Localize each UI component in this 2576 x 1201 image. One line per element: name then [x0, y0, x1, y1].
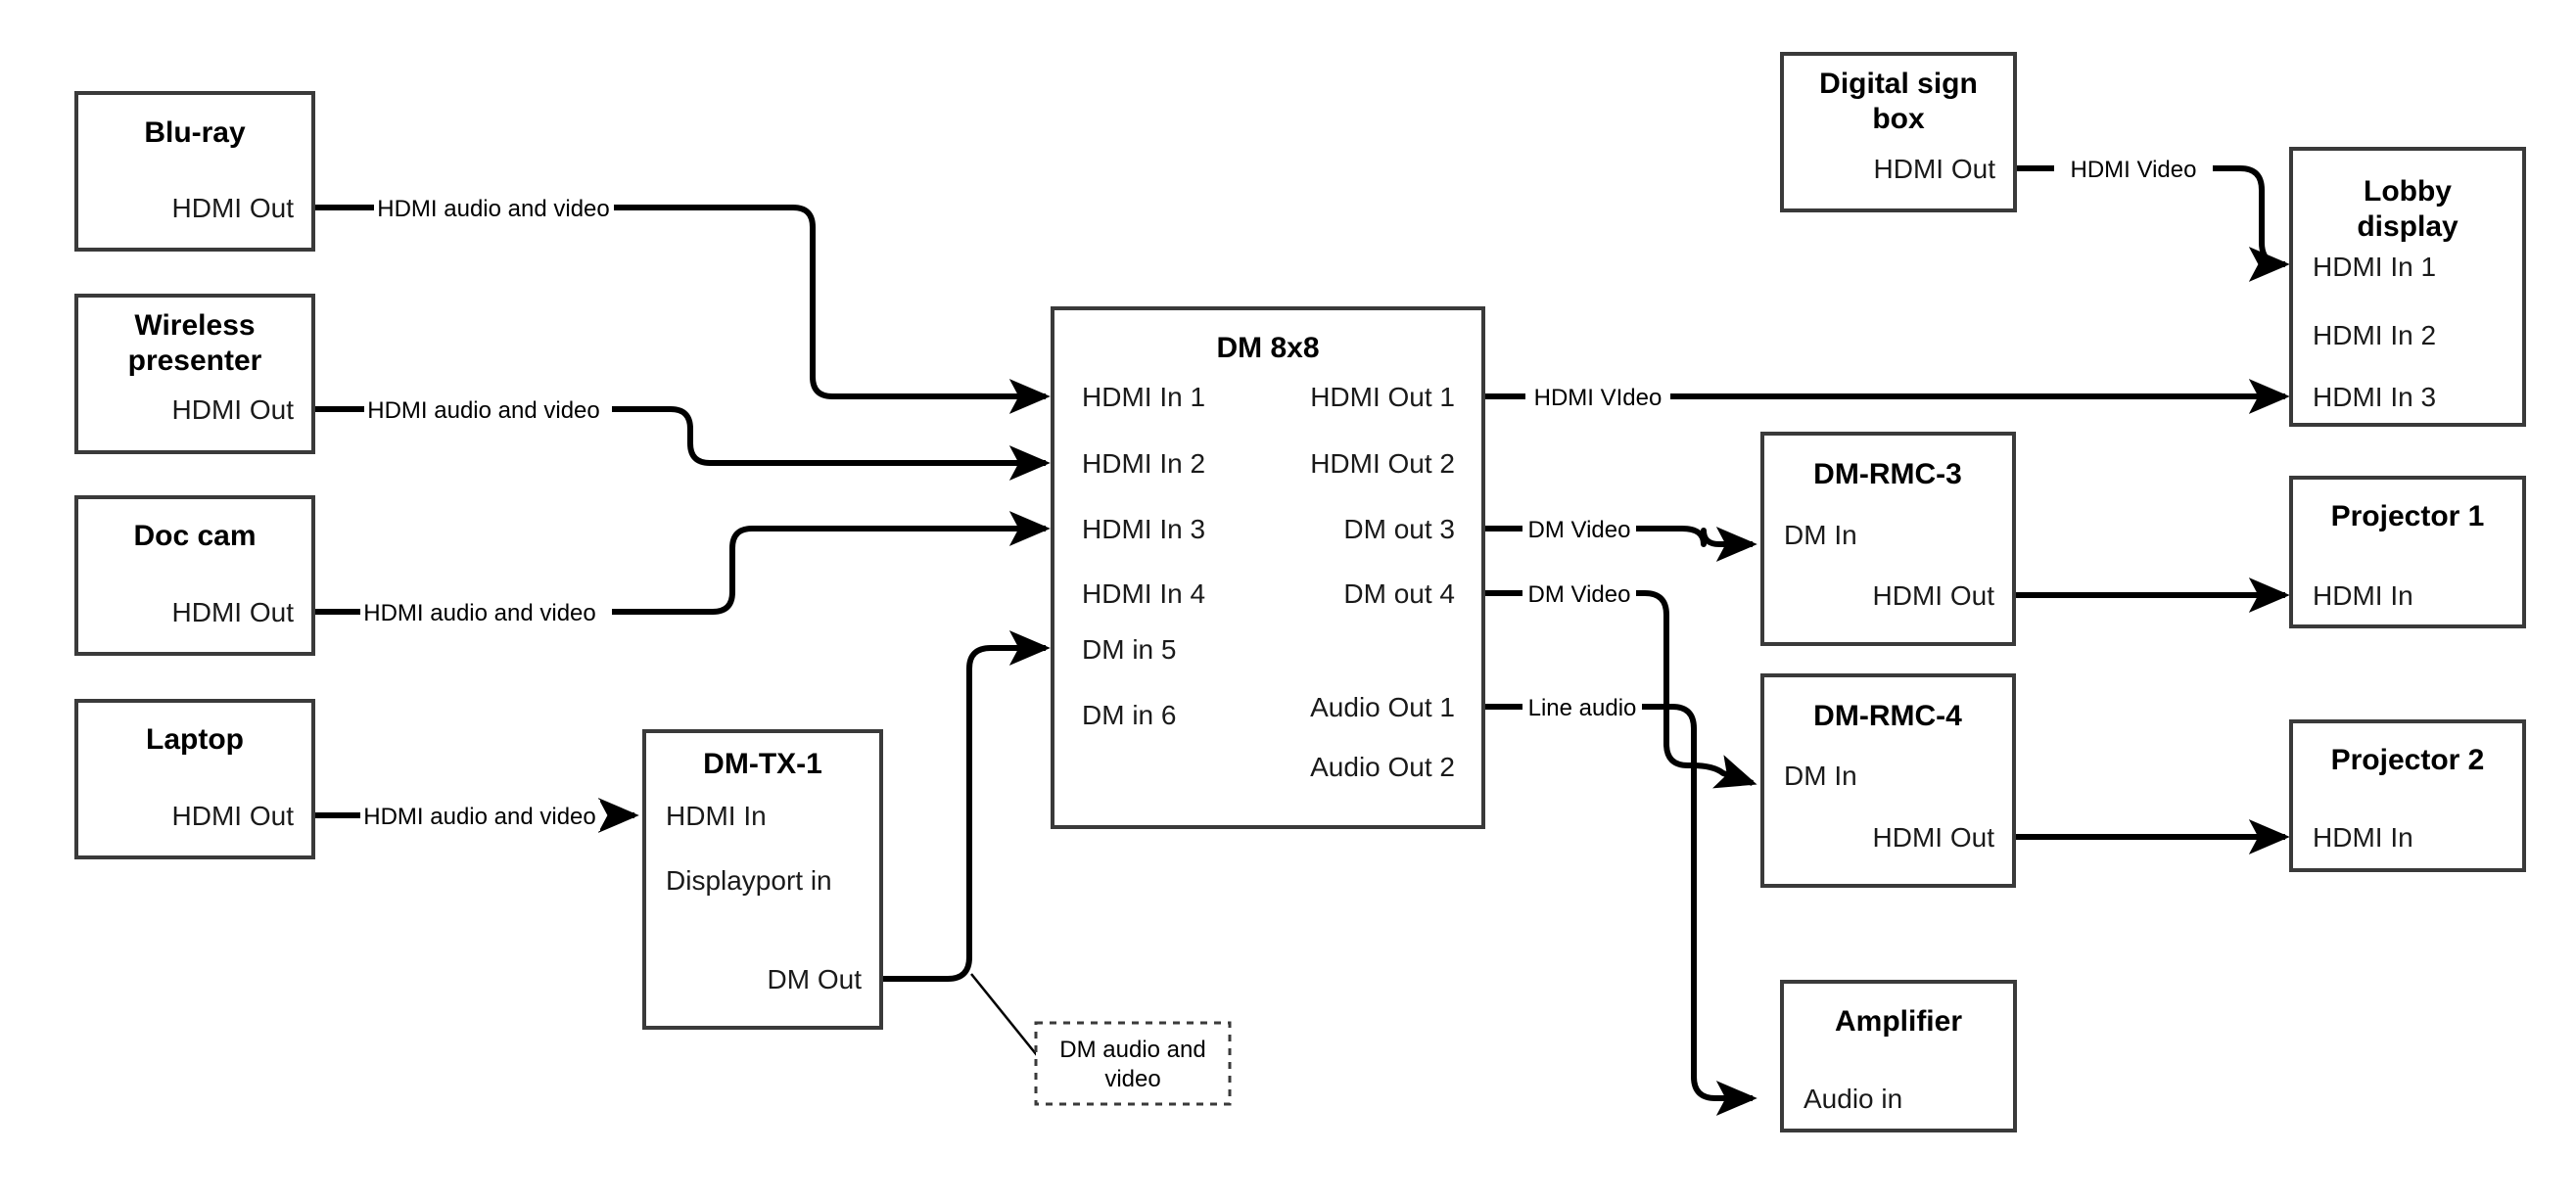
- callout-line2: video: [1104, 1066, 1160, 1092]
- dmrmc4-port-dm-in: DM In: [1784, 761, 1857, 791]
- edge-label-dmout1: HDMI VIdeo: [1525, 381, 1670, 412]
- edge-label-bluray: HDMI audio and video: [374, 192, 614, 223]
- node-lobby-display[interactable]: Lobby display HDMI In 1 HDMI In 2 HDMI I…: [2289, 147, 2526, 427]
- digitalsign-title-line1: Digital sign: [1819, 68, 1978, 100]
- node-digital-sign-box[interactable]: Digital sign box HDMI Out: [1780, 52, 2017, 212]
- edge-label-lineaudio-text: Line audio: [1528, 695, 1637, 721]
- callout-leader-line: [970, 973, 1042, 1061]
- doccam-port-hdmi-out: HDMI Out: [172, 597, 295, 627]
- lobby-input-hdmi-in-2: HDMI In 2: [2313, 320, 2436, 350]
- lobby-title-line1: Lobby: [2364, 175, 2452, 208]
- edge-doccam-to-dm8x8: [612, 511, 1051, 615]
- dm8x8-input-dm-in-6: DM in 6: [1082, 700, 1176, 730]
- edge-label-dmout3-text: DM Video: [1528, 517, 1631, 543]
- dm8x8-output-dm-out-3: DM out 3: [1343, 514, 1455, 544]
- projector2-port-hdmi-in: HDMI In: [2313, 822, 2413, 853]
- dm8x8-input-hdmi-in-4: HDMI In 4: [1082, 578, 1205, 609]
- lobby-input-hdmi-in-3: HDMI In 3: [2313, 382, 2436, 412]
- digitalsign-port-hdmi-out: HDMI Out: [1874, 154, 1996, 184]
- edge-label-sign-to-lobby: HDMI Video: [2054, 153, 2213, 184]
- edge-label-doccam-text: HDMI audio and video: [363, 600, 595, 626]
- laptop-port-hdmi-out: HDMI Out: [172, 801, 295, 831]
- dm8x8-output-dm-out-4: DM out 4: [1343, 578, 1455, 609]
- edge-label-wireless: HDMI audio and video: [364, 393, 604, 425]
- wireless-title-line1: Wireless: [134, 309, 255, 342]
- projector1-port-hdmi-in: HDMI In: [2313, 580, 2413, 611]
- edge-dm8x8-audio-to-amp: [1637, 704, 1757, 1116]
- lobby-input-hdmi-in-1: HDMI In 1: [2313, 252, 2436, 282]
- node-dm-8x8[interactable]: DM 8x8 HDMI In 1 HDMI In 2 HDMI In 3 HDM…: [1051, 306, 1485, 829]
- dm8x8-input-dm-in-5: DM in 5: [1082, 634, 1176, 665]
- callout-dm-audio-and-video: DM audio and video: [1034, 1021, 1232, 1106]
- edge-label-doccam: HDMI audio and video: [360, 596, 600, 627]
- dm8x8-input-hdmi-in-3: HDMI In 3: [1082, 514, 1205, 544]
- edge-label-laptop-text: HDMI audio and video: [363, 804, 595, 830]
- dmrmc3-port-dm-in: DM In: [1784, 520, 1857, 550]
- node-amplifier[interactable]: Amplifier Audio in: [1780, 980, 2017, 1132]
- edge-label-sign-text: HDMI Video: [2071, 157, 2197, 183]
- node-doc-cam[interactable]: Doc cam HDMI Out: [74, 495, 315, 656]
- laptop-title: Laptop: [146, 723, 244, 756]
- edge-label-laptop: HDMI audio and video: [360, 800, 600, 831]
- dm8x8-output-hdmi-out-1: HDMI Out 1: [1310, 382, 1455, 412]
- digitalsign-title-line2: box: [1872, 103, 1925, 135]
- callout-line1: DM audio and: [1059, 1037, 1205, 1063]
- doccam-title: Doc cam: [133, 520, 256, 552]
- dm8x8-input-hdmi-in-2: HDMI In 2: [1082, 448, 1205, 479]
- node-projector-1[interactable]: Projector 1 HDMI In: [2289, 476, 2526, 628]
- node-wireless-presenter[interactable]: Wireless presenter HDMI Out: [74, 294, 315, 454]
- lobby-title-line2: display: [2357, 210, 2459, 243]
- bluray-title: Blu-ray: [144, 116, 246, 149]
- dm8x8-output-audio-out-2: Audio Out 2: [1310, 752, 1455, 782]
- projector1-title: Projector 1: [2331, 500, 2485, 532]
- bluray-port-hdmi-out: HDMI Out: [172, 193, 295, 223]
- dmrmc4-port-hdmi-out: HDMI Out: [1873, 822, 1995, 853]
- dm8x8-output-audio-out-1: Audio Out 1: [1310, 692, 1455, 722]
- edge-label-lineaudio: Line audio: [1522, 691, 1642, 722]
- edge-wireless-to-dm8x8: [612, 406, 1051, 481]
- node-dm-rmc-3[interactable]: DM-RMC-3 DM In HDMI Out: [1760, 432, 2016, 646]
- amplifier-port-audio-in: Audio in: [1803, 1084, 1902, 1114]
- projector2-title: Projector 2: [2331, 744, 2485, 776]
- dmrmc4-title: DM-RMC-4: [1813, 700, 1962, 732]
- edge-label-dmout3: DM Video: [1522, 513, 1636, 544]
- edge-label-dmout4-text: DM Video: [1528, 581, 1631, 608]
- dmtx1-port-dm-out: DM Out: [768, 964, 863, 994]
- edge-label-bluray-text: HDMI audio and video: [377, 196, 609, 222]
- dm8x8-title: DM 8x8: [1216, 332, 1319, 364]
- edge-label-wireless-text: HDMI audio and video: [367, 397, 599, 424]
- dm8x8-output-hdmi-out-2: HDMI Out 2: [1310, 448, 1455, 479]
- dmrmc3-port-hdmi-out: HDMI Out: [1873, 580, 1995, 611]
- dm8x8-input-hdmi-in-1: HDMI In 1: [1082, 382, 1205, 412]
- node-projector-2[interactable]: Projector 2 HDMI In: [2289, 719, 2526, 872]
- wireless-title-line2: presenter: [128, 345, 262, 377]
- wireless-port-hdmi-out: HDMI Out: [172, 394, 295, 425]
- edge-bluray-to-dm8x8: [612, 205, 1051, 414]
- node-dm-tx-1[interactable]: DM-TX-1 HDMI In Displayport in DM Out: [642, 729, 883, 1030]
- dmtx1-port-hdmi-in: HDMI In: [666, 801, 767, 831]
- edge-dm8x8-out4-to-rmc4: [1633, 590, 1757, 789]
- edge-label-dmout1-text: HDMI VIdeo: [1534, 385, 1663, 411]
- edge-label-dmout4: DM Video: [1522, 577, 1636, 609]
- node-laptop[interactable]: Laptop HDMI Out: [74, 699, 315, 859]
- dmtx1-title: DM-TX-1: [703, 748, 822, 780]
- node-bluray[interactable]: Blu-ray HDMI Out: [74, 91, 315, 252]
- dmtx1-port-displayport-in: Displayport in: [666, 865, 832, 896]
- edge-dmtx1-to-dm8x8: [881, 630, 1051, 982]
- node-dm-rmc-4[interactable]: DM-RMC-4 DM In HDMI Out: [1760, 673, 2016, 888]
- edge-dm8x8-out3-to-rmc3: [1633, 526, 1757, 562]
- edge-sign-to-lobby: [2211, 165, 2290, 282]
- dmrmc3-title: DM-RMC-3: [1813, 458, 1962, 490]
- amplifier-title: Amplifier: [1835, 1005, 1962, 1038]
